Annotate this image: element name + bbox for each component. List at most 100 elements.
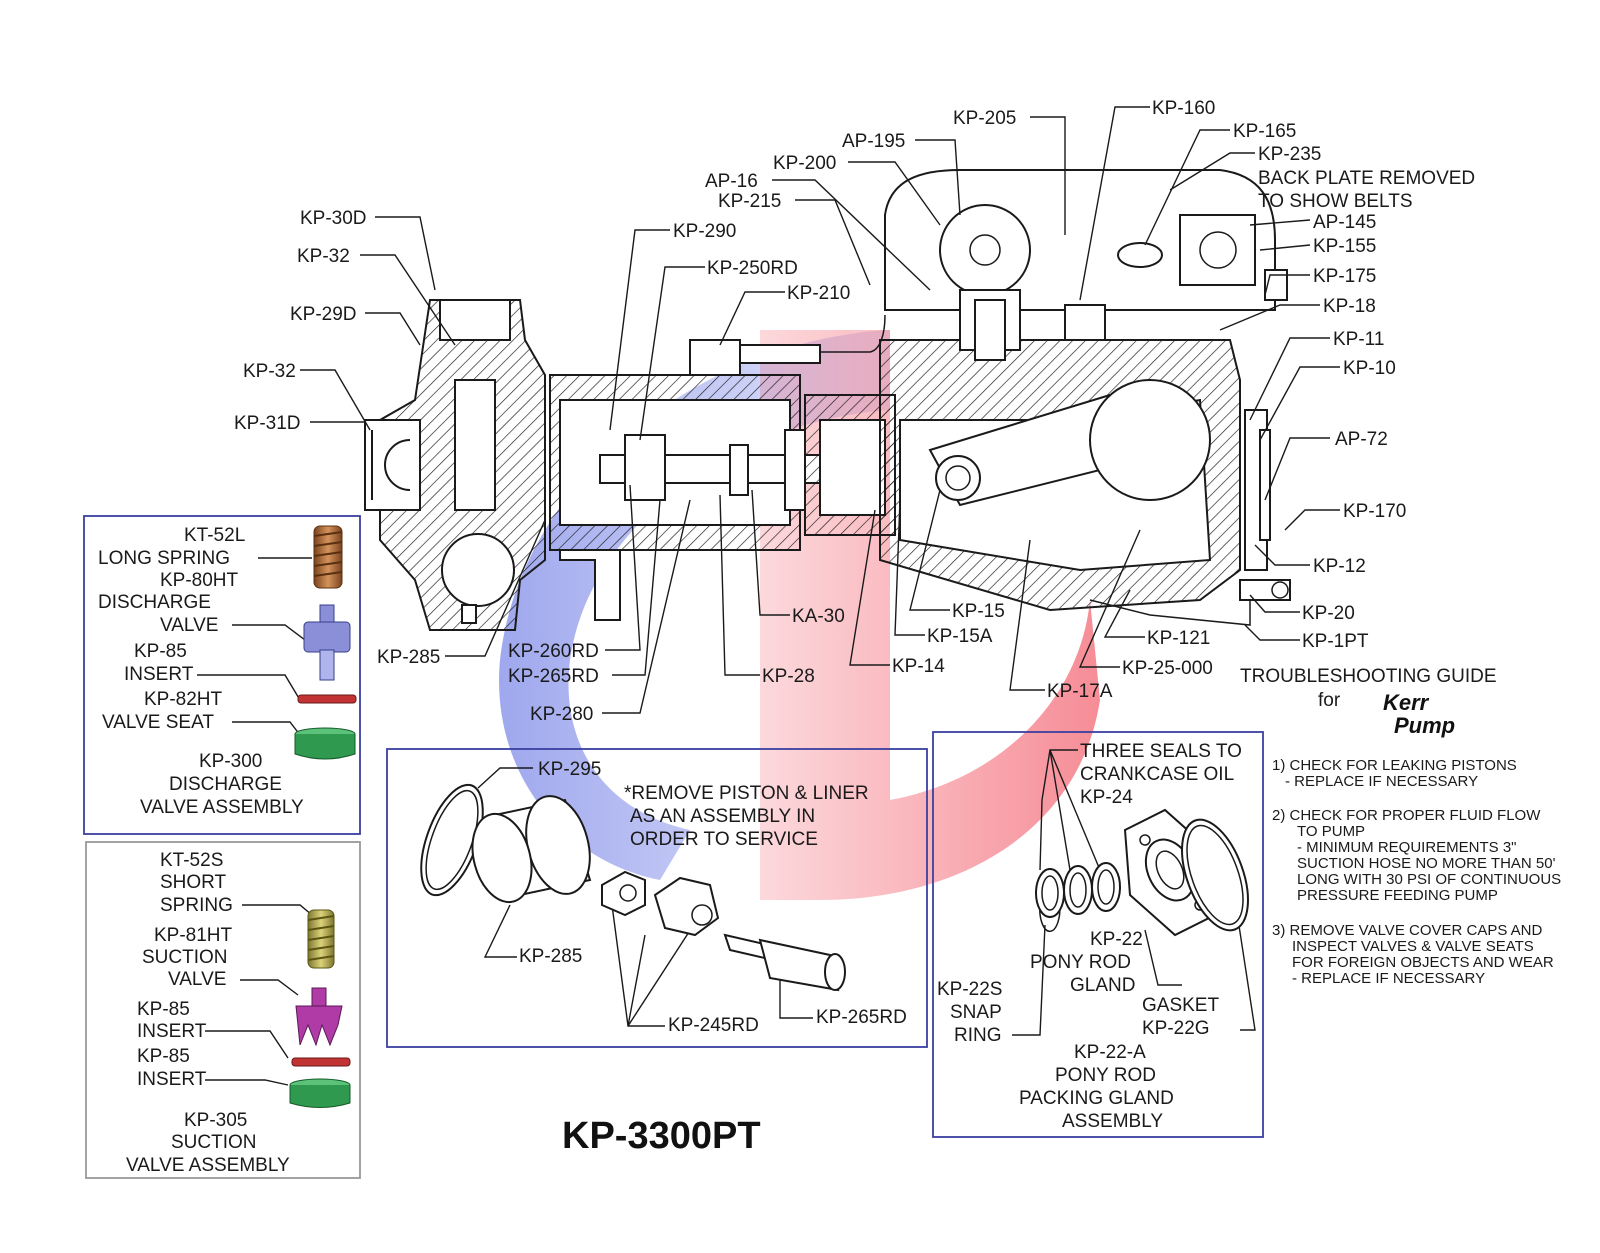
label-gland-assembly: ASSEMBLY (1062, 1111, 1163, 1132)
callout-kp18: KP-18 (1323, 296, 1376, 317)
label-kp80ht: KP-80HT (160, 570, 239, 591)
label-kp295: KP-295 (538, 759, 601, 780)
callout-kp32-upper: KP-32 (297, 246, 350, 267)
callout-kp280: KP-280 (530, 704, 593, 725)
discharge-seat-icon (294, 727, 356, 760)
callout-kp25-000: KP-25-000 (1122, 658, 1213, 679)
label-pony-rod: PONY ROD (1030, 952, 1131, 973)
callout-kp215: KP-215 (718, 191, 781, 212)
callout-kp200: KP-200 (773, 153, 836, 174)
liner-kp285-icon (471, 795, 592, 904)
callout-kp28: KP-28 (762, 666, 815, 687)
brand-pump: Pump (1394, 713, 1455, 738)
label-kp85-a: KP-85 (137, 999, 190, 1020)
piston-nut-kp245rd-icon (601, 870, 646, 917)
label-kp22s: KP-22S (937, 979, 1002, 1000)
callout-kp15: KP-15 (952, 601, 1005, 622)
callout-kp11: KP-11 (1333, 329, 1384, 350)
label-kp22-a: KP-22-A (1074, 1042, 1146, 1063)
label-kp85-b: KP-85 (137, 1046, 190, 1067)
callout-kp14: KP-14 (892, 656, 945, 677)
discharge-insert-icon (297, 694, 357, 704)
callout-kp121: KP-121 (1147, 628, 1210, 649)
label-insert: INSERT (124, 664, 194, 685)
suction-valve-icon (295, 987, 343, 1047)
callout-kp235: KP-235 (1258, 144, 1321, 165)
pump-assembly (364, 169, 1291, 631)
suction-insert-icon (291, 1057, 351, 1067)
callout-kp290: KP-290 (673, 221, 736, 242)
brand-kerr: Kerr (1383, 690, 1430, 715)
label-kp22: KP-22 (1090, 929, 1143, 950)
label-kt52s: KT-52S (160, 850, 223, 871)
label-crankcase-oil: CRANKCASE OIL (1080, 764, 1234, 785)
suction-seat-icon (289, 1078, 351, 1108)
label-packing-gland: PACKING GLAND (1019, 1088, 1174, 1109)
label-three-seals: THREE SEALS TO (1080, 741, 1242, 762)
piston-liner-panel: KP-295 *REMOVE PISTON & LINER AS AN ASSE… (386, 748, 928, 1048)
label-suction: SUCTION (142, 947, 228, 968)
valve-cover-cap (439, 299, 511, 341)
label-kp300: KP-300 (199, 751, 262, 772)
callout-kp30d: KP-30D (300, 208, 367, 229)
model-title: KP-3300PT (562, 1115, 761, 1157)
note-line-2: AS AN ASSEMBLY IN (630, 806, 815, 827)
label-valve-seat: VALVE SEAT (102, 712, 214, 733)
callout-kp170: KP-170 (1343, 501, 1406, 522)
callout-ap195: AP-195 (842, 131, 905, 152)
crankshaft (1089, 379, 1211, 501)
callout-ap72: AP-72 (1335, 429, 1388, 450)
label-kp305: KP-305 (184, 1110, 247, 1131)
label-kp81ht: KP-81HT (154, 925, 233, 946)
guide-step-2-l5: LONG WITH 30 PSI OF CONTINUOUS (1297, 871, 1561, 888)
callout-labels: KP-205 KP-160 AP-195 KP-165 KP-200 KP-23… (234, 98, 1475, 725)
label-kp245rd: KP-245RD (668, 1015, 759, 1036)
seal-kp24-icons (1035, 862, 1121, 918)
label-kt52l: KT-52L (184, 525, 245, 546)
callout-kp285: KP-285 (377, 647, 440, 668)
guide-step-3-l4: - REPLACE IF NECESSARY (1292, 970, 1485, 987)
note-line-1: *REMOVE PISTON & LINER (624, 783, 869, 804)
label-suction-valve-assembly: VALVE ASSEMBLY (126, 1155, 290, 1176)
suction-valve-panel: KT-52S SHORT SPRING KP-81HT SUCTION VALV… (85, 841, 361, 1179)
callout-kp29d: KP-29D (290, 304, 357, 325)
label-suction-valve: VALVE (168, 969, 226, 990)
discharge-valve-panel: KT-52L LONG SPRING KP-80HT DISCHARGE VAL… (83, 515, 361, 835)
label-short: SHORT (160, 872, 227, 893)
label-piston-kp285: KP-285 (519, 946, 582, 967)
callout-ka30: KA-30 (792, 606, 845, 627)
guide-for: for (1318, 690, 1341, 711)
leader-lines (300, 106, 1340, 714)
label-discharge: DISCHARGE (98, 592, 211, 613)
piston-head (624, 434, 666, 501)
callout-kp165: KP-165 (1233, 121, 1296, 142)
callout-kp15a: KP-15A (927, 626, 993, 647)
wrist-pin (935, 455, 981, 501)
guide-step-1: 1) CHECK FOR LEAKING PISTONS (1272, 757, 1517, 774)
gasket-kp22g-icon (1181, 818, 1249, 932)
callout-kp210: KP-210 (787, 283, 850, 304)
label-kp82ht: KP-82HT (144, 689, 223, 710)
guide-step-2-l4: SUCTION HOSE NO MORE THAN 50' (1297, 855, 1556, 872)
note-line-3: ORDER TO SERVICE (630, 829, 818, 850)
callout-kp175: KP-175 (1313, 266, 1376, 287)
label-insert-a: INSERT (137, 1021, 207, 1042)
callout-ap145: AP-145 (1313, 212, 1376, 233)
troubleshooting-guide: TROUBLESHOOTING GUIDE for Kerr Pump 1) C… (1240, 666, 1561, 987)
pony-rod-gland-panel: THREE SEALS TO CRANKCASE OIL KP-24 KP-22… (932, 731, 1264, 1138)
short-spring-icon (307, 909, 335, 969)
label-gland: GLAND (1070, 975, 1135, 996)
label-long-spring: LONG SPRING (98, 548, 230, 569)
label-suction-assy: SUCTION (171, 1132, 257, 1153)
callout-kp1pt: KP-1PT (1302, 631, 1369, 652)
guide-step-1-note: - REPLACE IF NECESSARY (1285, 773, 1478, 790)
label-pony-rod-assy: PONY ROD (1055, 1065, 1156, 1086)
label-valve-assembly: VALVE ASSEMBLY (140, 797, 304, 818)
callout-kp155: KP-155 (1313, 236, 1376, 257)
callout-back-plate: BACK PLATE REMOVED (1258, 168, 1475, 189)
label-kp24: KP-24 (1080, 787, 1133, 808)
discharge-valve-icon (303, 604, 351, 681)
callout-kp12: KP-12 (1313, 556, 1366, 577)
callout-kp160: KP-160 (1152, 98, 1215, 119)
